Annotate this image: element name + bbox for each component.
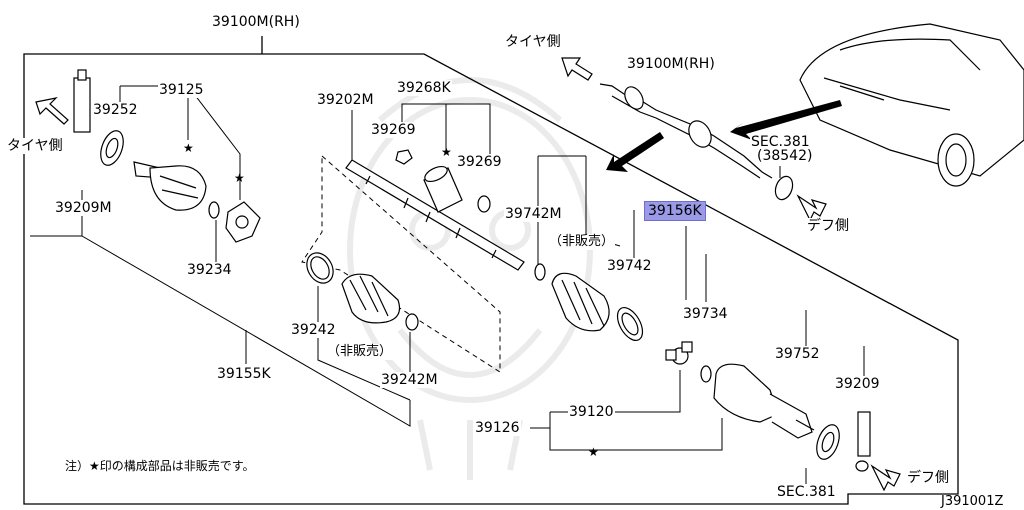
vehicle-overview	[799, 23, 1024, 187]
overview-tire-side-label: タイヤ側	[504, 34, 562, 50]
part-39234[interactable]: 39234	[186, 262, 233, 278]
ring-39252	[100, 130, 124, 166]
shaft-39209	[857, 411, 871, 457]
outer-joint	[133, 161, 207, 211]
inner-race	[225, 201, 261, 243]
overview-assembly-label: 39100M(RH)	[626, 56, 716, 72]
part-39156K-highlighted[interactable]: 39156K	[644, 201, 706, 221]
dashed-kit-outline	[301, 154, 501, 373]
overview-arrow-to-car	[730, 100, 842, 140]
diagram-code: J391001Z	[941, 494, 1004, 509]
rings-39269	[395, 149, 491, 213]
part-39125[interactable]: 39125	[158, 82, 205, 98]
seal-39752	[816, 424, 840, 460]
part-39269-b[interactable]: 39269	[456, 154, 503, 170]
part-39126[interactable]: 39126	[474, 420, 521, 436]
tripod	[665, 341, 693, 365]
shaft-39202M	[345, 159, 525, 271]
boot-right	[534, 263, 610, 332]
svg-text:★: ★	[588, 445, 599, 459]
clip-39234	[208, 201, 220, 219]
diff-side-arrow-bottom	[870, 464, 901, 492]
outer-frame	[23, 36, 959, 505]
axle-overview	[599, 83, 794, 201]
shaft-39209M	[73, 69, 91, 133]
right-not-sold-note: （非販売）	[548, 234, 616, 250]
boot-left	[341, 273, 401, 324]
band-39742	[616, 307, 644, 341]
left-not-sold-note: （非販売）	[326, 344, 394, 360]
part-39752[interactable]: 39752	[774, 346, 821, 362]
left-tire-arrow	[35, 97, 69, 125]
part-39242[interactable]: 39242	[290, 322, 337, 338]
damper	[423, 165, 463, 213]
assembly-label: 39100M(RH)	[211, 14, 301, 30]
part-39268K[interactable]: 39268K	[396, 80, 452, 96]
overview-tire-arrow	[561, 57, 593, 81]
footnote: 注）★印の構成部品は非販売です。	[65, 459, 255, 473]
band-39242	[306, 252, 334, 284]
left-tire-side-label: タイヤ側	[6, 138, 64, 154]
diff-side-label-bottom: デフ側	[906, 470, 950, 486]
svg-text:★: ★	[183, 141, 194, 155]
part-39742[interactable]: 39742	[606, 258, 653, 274]
svg-text:★: ★	[234, 171, 245, 185]
part-39202M[interactable]: 39202M	[316, 92, 375, 108]
svg-text:★: ★	[441, 145, 452, 159]
part-39209M[interactable]: 39209M	[54, 200, 113, 216]
overview-diff-side-label: デフ側	[806, 218, 850, 234]
overview-sec-sub: (38542)	[756, 148, 814, 164]
part-39155K[interactable]: 39155K	[216, 366, 272, 382]
part-39734[interactable]: 39734	[682, 306, 729, 322]
left-group-bracket	[120, 85, 241, 200]
overview-sec-381-link[interactable]: SEC.381	[750, 134, 811, 150]
part-39209[interactable]: 39209	[834, 376, 881, 392]
housing-39120	[713, 363, 815, 439]
part-39742M[interactable]: 39742M	[504, 206, 563, 222]
part-39242M[interactable]: 39242M	[380, 372, 439, 388]
overview-arrow-to-diagram	[606, 132, 664, 172]
part-39120[interactable]: 39120	[568, 404, 615, 420]
part-39252[interactable]: 39252	[92, 102, 139, 118]
overview-diff-arrow	[796, 194, 827, 222]
part-39269-a[interactable]: 39269	[370, 122, 417, 138]
sec-381-link-bottom[interactable]: SEC.381	[776, 484, 837, 500]
